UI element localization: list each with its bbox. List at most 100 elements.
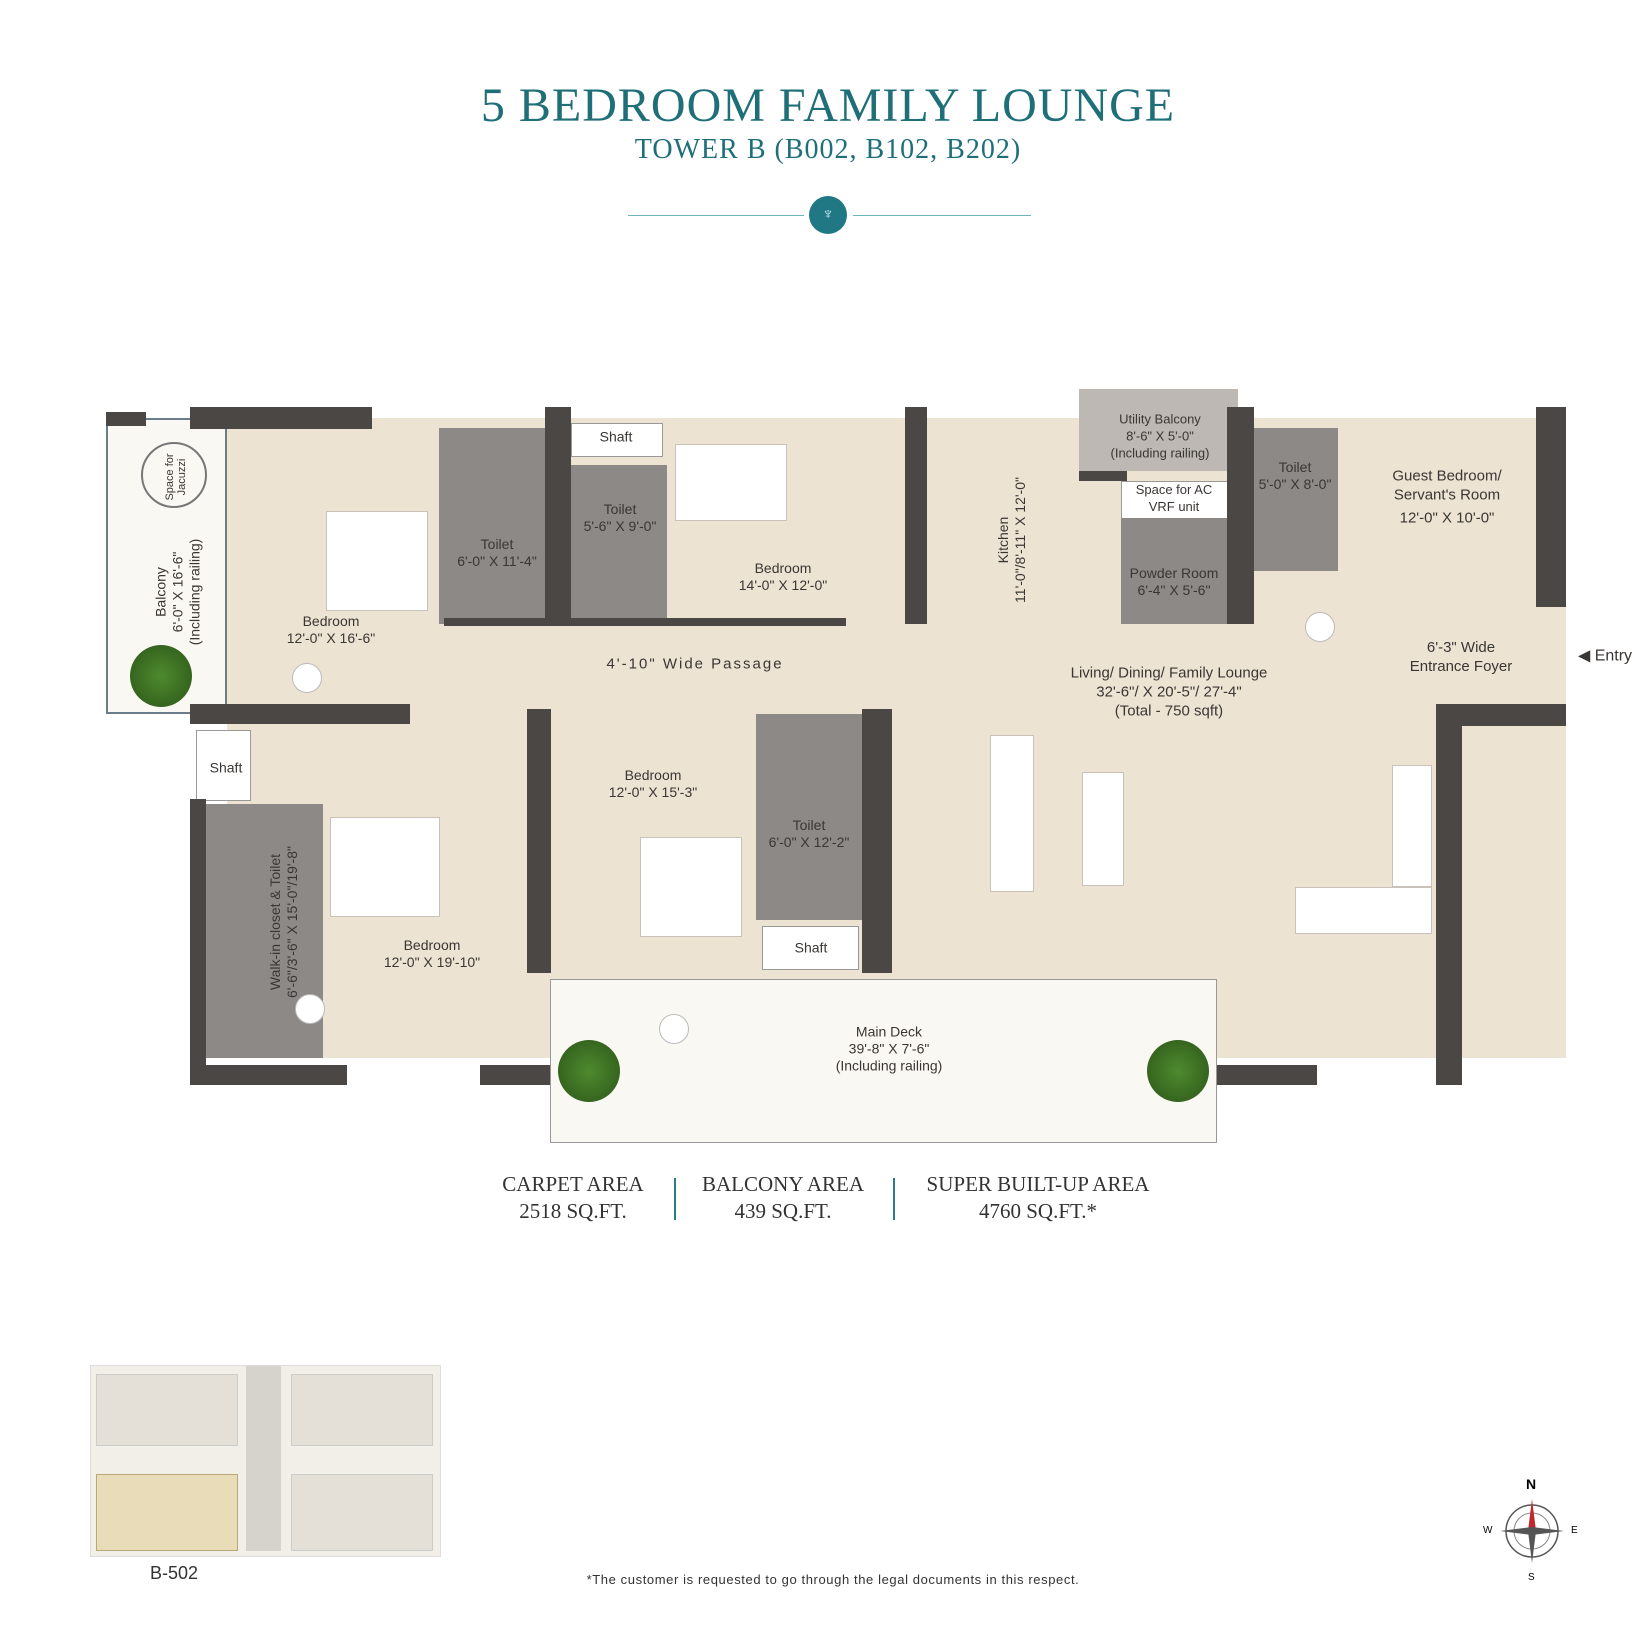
plant-icon — [130, 645, 192, 707]
key-plan-highlighted-unit — [96, 1474, 238, 1551]
key-plan — [90, 1365, 441, 1557]
shaft-3 — [762, 926, 859, 970]
bedroom-1-label: Bedroom 12'-0" X 16'-6" — [287, 613, 375, 647]
room-dims: 12'-0" X 16'-6" — [286, 630, 376, 646]
area-value: 4760 SQ.FT.* — [978, 1199, 1098, 1223]
bed — [675, 444, 787, 521]
key-plan-unit — [291, 1374, 433, 1446]
room-name: Kitchen — [995, 516, 1011, 564]
room-dims: 6'-0" X 11'-4" — [457, 553, 537, 569]
room-name: Toilet — [792, 817, 826, 833]
wall — [444, 618, 846, 626]
label-line: VRF unit — [1148, 499, 1200, 514]
wall — [190, 704, 410, 724]
room-note: (Including railing) — [835, 1057, 943, 1074]
powder-room — [1121, 518, 1227, 624]
carpet-area: CARPET AREA 2518 SQ.FT. — [502, 1171, 643, 1225]
room-dims: 6'-0" X 16'-6" — [169, 551, 186, 633]
compass-east: E — [1571, 1525, 1578, 1536]
wall — [480, 1065, 550, 1085]
jacuzzi-label: Space for Jacuzzi — [164, 453, 188, 501]
toilet-2-label: Toilet 5'-6" X 9'-0" — [584, 501, 657, 535]
balcony-left-label: Balcony 6'-0" X 16'-6" (Including railin… — [153, 539, 204, 646]
chair — [1305, 612, 1335, 642]
key-plan-unit — [96, 1374, 238, 1446]
room-name: Toilet — [1278, 459, 1312, 475]
main-deck — [550, 979, 1217, 1143]
toilet-1 — [439, 428, 550, 624]
divider-left — [628, 215, 804, 216]
bed — [640, 837, 742, 937]
wall — [545, 407, 571, 624]
compass-west: W — [1483, 1525, 1493, 1536]
plant-icon — [558, 1040, 620, 1102]
room-note: (Total - 750 sqft) — [1114, 702, 1224, 720]
room-dims: 39'-8" X 7'-6" — [848, 1040, 930, 1057]
ac-space-label: Space for AC VRF unit — [1136, 481, 1213, 515]
area-label: SUPER BUILT-UP AREA — [926, 1172, 1150, 1196]
main-deck-label: Main Deck 39'-8" X 7'-6" (Including rail… — [836, 1024, 943, 1075]
guest-bedroom-label: Guest Bedroom/ Servant's Room 12'-0" X 1… — [1392, 467, 1501, 528]
dining-table — [990, 735, 1034, 892]
room-dims: 6'-6"/3'-6" X 15'-0"/19'-8" — [284, 846, 300, 998]
room-name: Powder Room — [1129, 565, 1219, 581]
room-dims: 5'-0" X 8'-0" — [1258, 476, 1332, 492]
shaft-2 — [196, 730, 251, 801]
bedroom-2-label: Bedroom 14'-0" X 12'-0" — [739, 560, 827, 594]
wall — [1079, 471, 1127, 481]
bedroom-3-label: Bedroom 12'-0" X 19'-10" — [384, 937, 480, 971]
room-note: (Including railing) — [186, 538, 203, 646]
wall — [862, 709, 892, 973]
wall — [527, 709, 551, 973]
room-name: Toilet — [480, 536, 514, 552]
chair — [292, 663, 322, 693]
utility-balcony — [1079, 389, 1238, 471]
foyer-label: 6'-3" Wide Entrance Foyer — [1410, 638, 1513, 676]
room-dims: 32'-6"/ X 20'-5"/ 27'-4" — [1096, 683, 1242, 701]
room-name: Bedroom — [624, 767, 682, 783]
room-dims: 12'-0" X 15'-3" — [608, 784, 698, 800]
powder-room-label: Powder Room 6'-4" X 5'-6" — [1130, 565, 1219, 599]
plant-icon — [1147, 1040, 1209, 1102]
room-dims: 5'-6" X 9'-0" — [583, 518, 657, 534]
label-line: Space for AC — [1135, 482, 1213, 497]
room-name: Bedroom — [403, 937, 461, 953]
ac-space — [1121, 481, 1229, 520]
wall — [1227, 407, 1254, 624]
label-line: 6'-3" Wide — [1426, 639, 1496, 656]
room-dims: 14'-0" X 12'-0" — [738, 577, 828, 593]
room-name: Utility Balcony — [1119, 411, 1201, 427]
area-label: BALCONY AREA — [702, 1172, 864, 1196]
page-subtitle: TOWER B (B002, B102, B202) — [634, 134, 1022, 165]
area-divider — [893, 1178, 895, 1220]
area-value: 439 SQ.FT. — [734, 1199, 832, 1223]
passage-label: 4'-10" Wide Passage — [606, 655, 784, 673]
toilet-4 — [756, 714, 862, 920]
wall — [190, 407, 372, 429]
bed — [330, 817, 440, 917]
bed — [326, 511, 428, 611]
sofa — [1082, 772, 1124, 886]
sofa — [1295, 887, 1432, 934]
area-value: 2518 SQ.FT. — [519, 1199, 627, 1223]
label-line: Entrance Foyer — [1409, 658, 1513, 675]
room-dims: 12'-0" X 10'-0" — [1399, 509, 1495, 527]
entry-label: ◀ Entry — [1578, 648, 1632, 665]
room-dims: 8'-6" X 5'-0" — [1126, 428, 1194, 444]
room-name: Main Deck — [855, 1023, 923, 1040]
jacuzzi-space: Space for Jacuzzi — [141, 442, 207, 508]
super-built-up-area: SUPER BUILT-UP AREA 4760 SQ.FT.* — [927, 1171, 1150, 1225]
area-label: CARPET AREA — [502, 1172, 644, 1196]
room-name: Balcony — [152, 567, 169, 617]
entry-arrow-icon: ◀ — [1577, 647, 1591, 665]
shaft-3-label: Shaft — [794, 939, 828, 956]
toilet-1-label: Toilet 6'-0" X 11'-4" — [457, 536, 537, 570]
wall — [1436, 704, 1566, 726]
living-label: Living/ Dining/ Family Lounge 32'-6"/ X … — [1071, 664, 1268, 721]
wall — [190, 799, 206, 1085]
wall — [106, 412, 146, 426]
chair — [295, 994, 325, 1024]
wall — [1536, 407, 1566, 607]
shaft-1-label: Shaft — [599, 428, 633, 445]
